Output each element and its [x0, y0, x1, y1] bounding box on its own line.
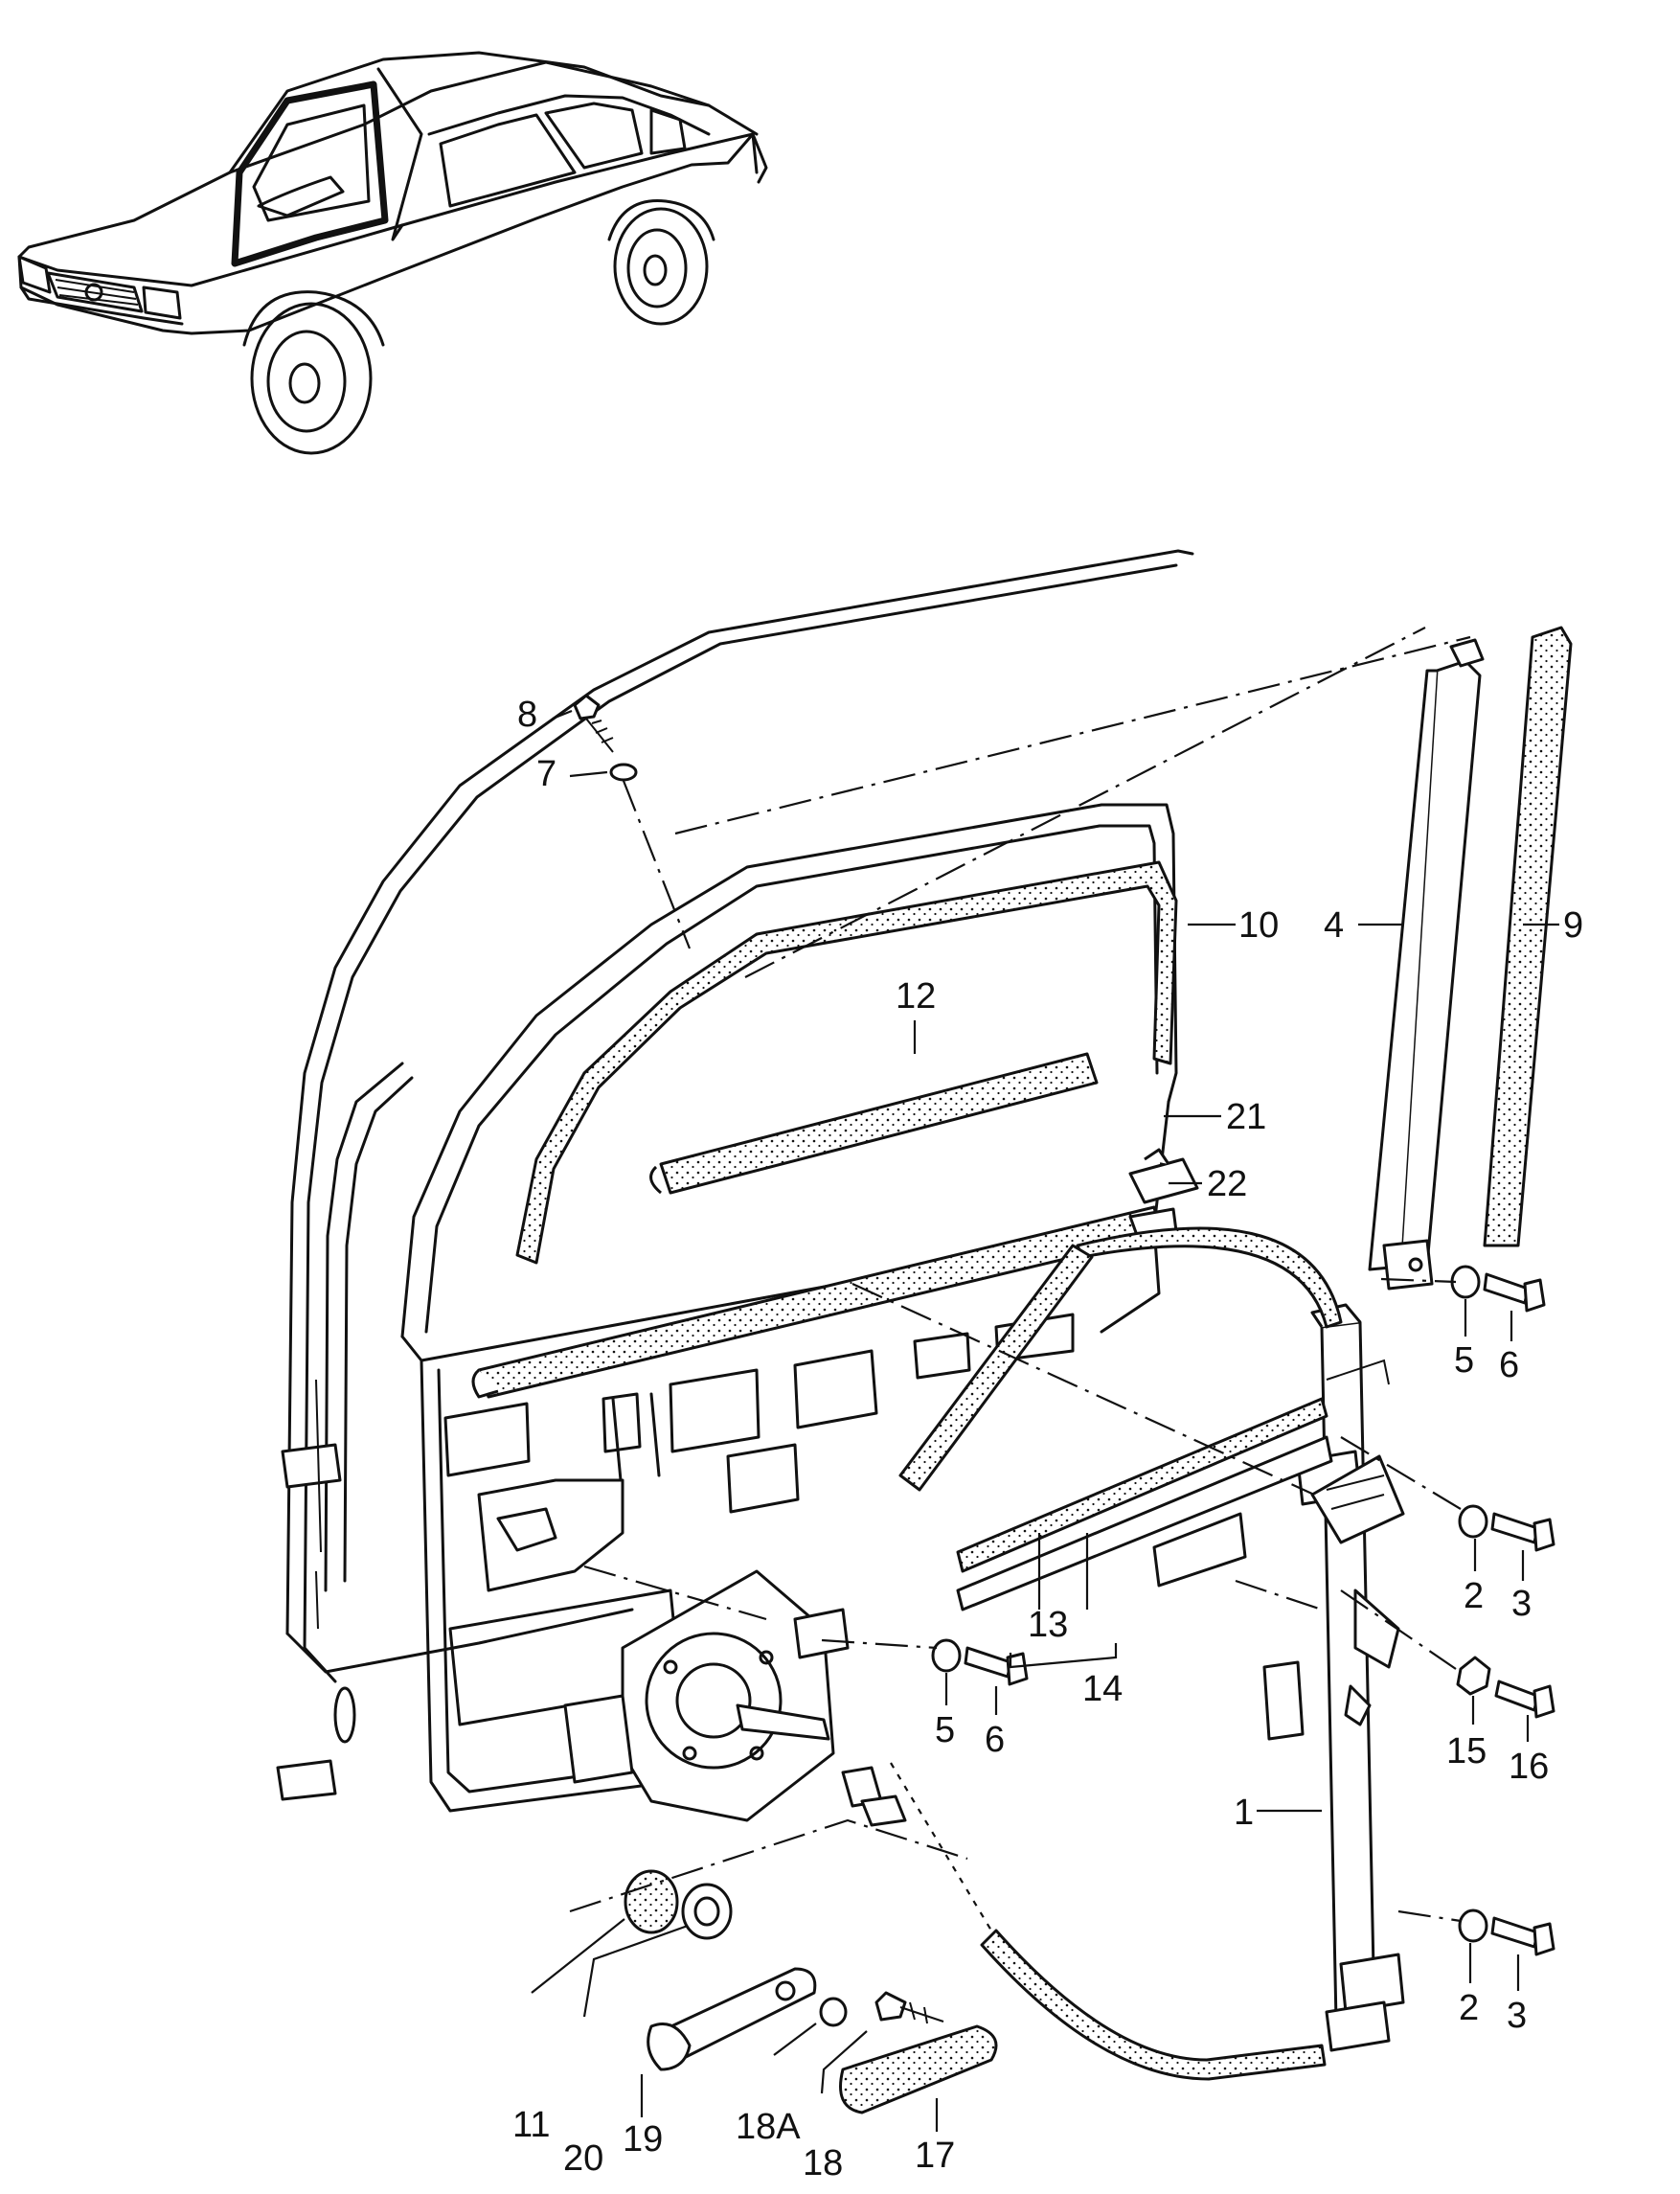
callout-3a: 3: [1511, 1584, 1532, 1624]
part-11-cap: [624, 1869, 679, 1934]
callout-8: 8: [517, 695, 537, 735]
callout-13: 13: [1028, 1605, 1068, 1645]
part-10-seal: [515, 860, 1178, 1265]
callout-17: 17: [915, 2136, 955, 2176]
part-17-cover: [839, 2024, 998, 2114]
assembly-lines: [569, 627, 1471, 1923]
car-illustration: [17, 51, 768, 455]
callout-5a: 5: [1454, 1340, 1474, 1381]
guide-rail-4: [1368, 638, 1485, 1291]
part-5-washer-b: [931, 1638, 962, 1673]
part-20-ring: [681, 1883, 733, 1940]
part-9-seal: [1483, 626, 1573, 1247]
part-2-washer-b: [1458, 1908, 1488, 1943]
callout-16: 16: [1509, 1747, 1549, 1787]
winder-handle-parts: [624, 1869, 998, 2114]
window-seals: [471, 860, 1199, 1399]
part-19-knob: [647, 2023, 692, 2071]
callout-11: 11: [512, 2105, 550, 2145]
part-12-seal: [659, 1052, 1099, 1195]
callout-10: 10: [1238, 905, 1279, 946]
callout-18: 18: [803, 2143, 843, 2183]
part-14-channel: [956, 1435, 1333, 1611]
part-1-rail: [1320, 1320, 1376, 2023]
callout-6b: 6: [985, 1720, 1005, 1760]
callout-14: 14: [1082, 1669, 1123, 1709]
callout-21: 21: [1226, 1097, 1266, 1137]
callout-15: 15: [1446, 1731, 1487, 1771]
part-13-seal: [956, 1397, 1328, 1573]
door-shell: [276, 549, 1194, 1813]
part-8-screw: [573, 694, 601, 720]
part-22-clip: [1128, 1157, 1199, 1204]
callout-4: 4: [1324, 905, 1344, 946]
fasteners: [573, 694, 1555, 1956]
callout-3b: 3: [1507, 1996, 1527, 2036]
part-18A-washer: [819, 1997, 848, 2027]
callout-7: 7: [536, 754, 556, 794]
callout-18A: 18A: [736, 2107, 801, 2147]
callout-12: 12: [896, 976, 936, 1017]
callout-1: 1: [1234, 1793, 1254, 1833]
part-15-nut: [1456, 1656, 1491, 1696]
callout-19: 19: [623, 2119, 663, 2160]
callout-22: 22: [1207, 1164, 1247, 1204]
window-regulator: [563, 1226, 1405, 2081]
callout-9: 9: [1563, 905, 1583, 946]
part-7-washer: [609, 763, 638, 782]
leader-lines: [531, 709, 1559, 2132]
callout-2b: 2: [1459, 1988, 1479, 2028]
part-2-washer: [1458, 1504, 1488, 1539]
callout-6a: 6: [1499, 1345, 1519, 1385]
callout-2a: 2: [1464, 1576, 1484, 1616]
callout-labels: 8 7 10 4 9 12 21 22 5 6 2 3 13 14 15 16 …: [512, 695, 1583, 2183]
callout-20: 20: [563, 2138, 603, 2179]
callout-5b: 5: [935, 1710, 955, 1750]
part-5-washer: [1450, 1265, 1481, 1299]
